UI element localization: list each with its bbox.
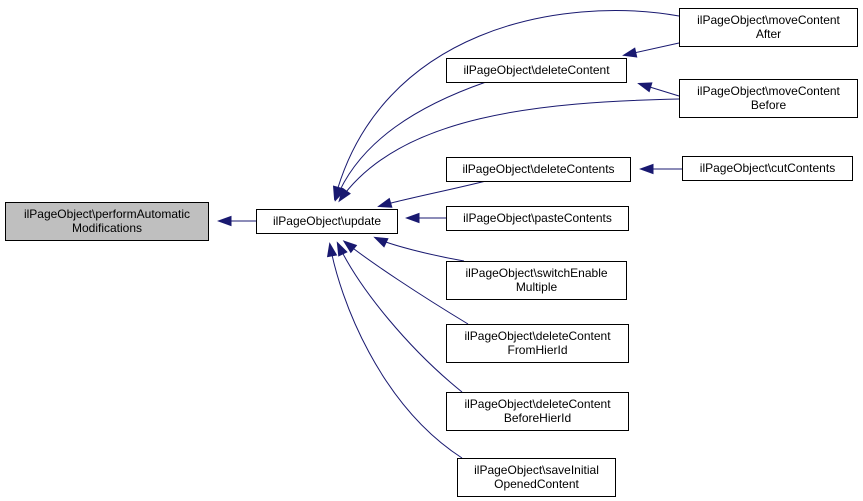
edge-line: [339, 98, 680, 201]
edge-line: [334, 10, 680, 199]
node-label-line: ilPageObject\update: [273, 214, 381, 228]
node-pasteContents[interactable]: ilPageObject\pasteContents: [446, 206, 629, 231]
node-update[interactable]: ilPageObject\update: [256, 209, 398, 234]
edge-cutContents-to-deleteContents: [639, 163, 682, 175]
node-box: [446, 157, 631, 182]
edge-update-to-performAutomaticModifications: [217, 215, 256, 227]
edge-saveInitialOpenedContent-to-update: [326, 242, 463, 459]
arrowhead: [373, 236, 389, 248]
node-label-line: ilPageObject\deleteContent: [464, 329, 611, 343]
node-label-line: ilPageObject\saveInitial: [474, 463, 599, 477]
node-label-line: Multiple: [516, 280, 558, 294]
node-label-line: ilPageObject\deleteContent: [463, 63, 610, 77]
edges-layer: [217, 10, 682, 459]
node-label-line: ilPageObject\deleteContent: [464, 397, 611, 411]
node-label-line: FromHierId: [507, 343, 567, 357]
arrowhead: [326, 242, 338, 258]
node-box: [679, 79, 858, 118]
node-cutContents[interactable]: ilPageObject\cutContents: [682, 156, 853, 181]
arrowhead: [336, 241, 348, 257]
node-performAutomaticModifications[interactable]: ilPageObject\performAutomaticModificatio…: [5, 202, 209, 241]
node-box: [682, 156, 853, 181]
node-box: [256, 209, 398, 234]
node-label-line: After: [756, 27, 781, 41]
edge-switchEnableMultiple-to-update: [373, 236, 465, 262]
arrowhead: [338, 187, 351, 203]
edge-line: [375, 237, 465, 262]
node-label-line: ilPageObject\moveContent: [697, 13, 840, 27]
edge-deleteContents-to-update: [377, 180, 487, 208]
edge-deleteContentFromHierId-to-update: [342, 240, 469, 325]
node-label-line: Modifications: [72, 221, 142, 235]
node-box: [446, 392, 629, 431]
node-label-line: ilPageObject\cutContents: [700, 161, 835, 175]
arrowhead: [405, 212, 420, 224]
edge-moveContentAfter-to-deleteContent: [622, 42, 680, 58]
nodes-layer: ilPageObject\performAutomaticModificatio…: [5, 8, 858, 497]
node-box: [679, 8, 858, 47]
edge-deleteContentBeforeHierId-to-update: [336, 241, 463, 393]
edge-pasteContents-to-update: [405, 212, 446, 224]
node-deleteContent[interactable]: ilPageObject\deleteContent: [446, 58, 627, 83]
node-box: [446, 206, 629, 231]
node-label-line: ilPageObject\switchEnable: [465, 266, 607, 280]
node-label-line: Before: [751, 98, 787, 112]
arrowhead: [637, 82, 653, 93]
node-label-line: ilPageObject\moveContent: [697, 84, 840, 98]
edge-line: [335, 81, 487, 200]
edge-line: [337, 243, 463, 393]
node-box: [446, 261, 627, 300]
node-box: [5, 202, 209, 241]
node-box: [446, 58, 627, 83]
edge-moveContentBefore-to-deleteContent: [637, 82, 680, 97]
node-label-line: ilPageObject\performAutomatic: [24, 207, 190, 221]
edge-line: [329, 244, 463, 459]
node-box: [446, 324, 629, 363]
node-label-line: ilPageObject\deleteContents: [462, 162, 614, 176]
arrowhead: [217, 215, 232, 227]
node-label-line: BeforeHierId: [504, 411, 571, 425]
arrowhead: [342, 240, 358, 254]
edge-line: [344, 241, 469, 325]
node-box: [457, 458, 616, 497]
arrowhead: [639, 163, 654, 175]
node-deleteContents[interactable]: ilPageObject\deleteContents: [446, 157, 631, 182]
arrowhead: [377, 197, 393, 208]
node-label-line: OpenedContent: [494, 477, 579, 491]
edge-moveContentBefore-to-update: [338, 98, 680, 203]
edge-line: [379, 180, 487, 207]
node-label-line: ilPageObject\pasteContents: [463, 211, 612, 225]
arrowhead: [622, 47, 638, 58]
